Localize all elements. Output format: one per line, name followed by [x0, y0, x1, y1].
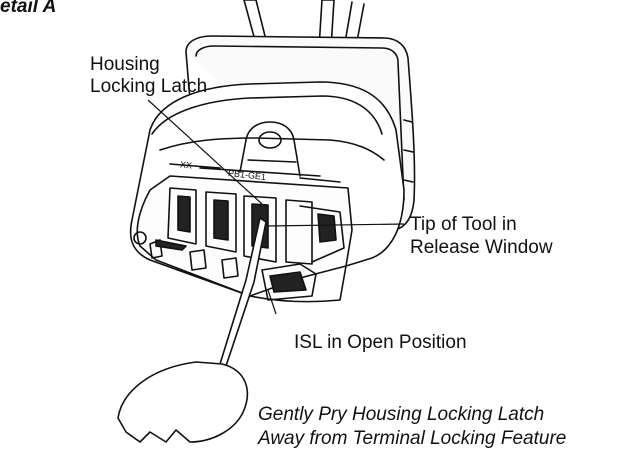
tool-tip-label-line1: Tip of Tool in — [410, 214, 517, 235]
tool-tip-label-line2: Release Window — [410, 237, 553, 258]
caption-line2: Away from Terminal Locking Feature — [258, 428, 567, 449]
detail-title: etail A — [0, 0, 57, 17]
top-latch-tab — [239, 121, 301, 177]
caption-line1: Gently Pry Housing Locking Latch — [258, 404, 545, 425]
housing-latch-label-line1: Housing — [90, 54, 160, 75]
isl-latch — [261, 263, 317, 301]
isl-label: ISL in Open Position — [294, 332, 467, 353]
housing-latch-label-line2: Locking Latch — [90, 76, 208, 97]
cavity-marking-xx: XX — [179, 159, 193, 171]
lower-slots — [133, 231, 239, 279]
release-tool-handle — [117, 361, 249, 443]
leader-lines — [147, 99, 405, 315]
